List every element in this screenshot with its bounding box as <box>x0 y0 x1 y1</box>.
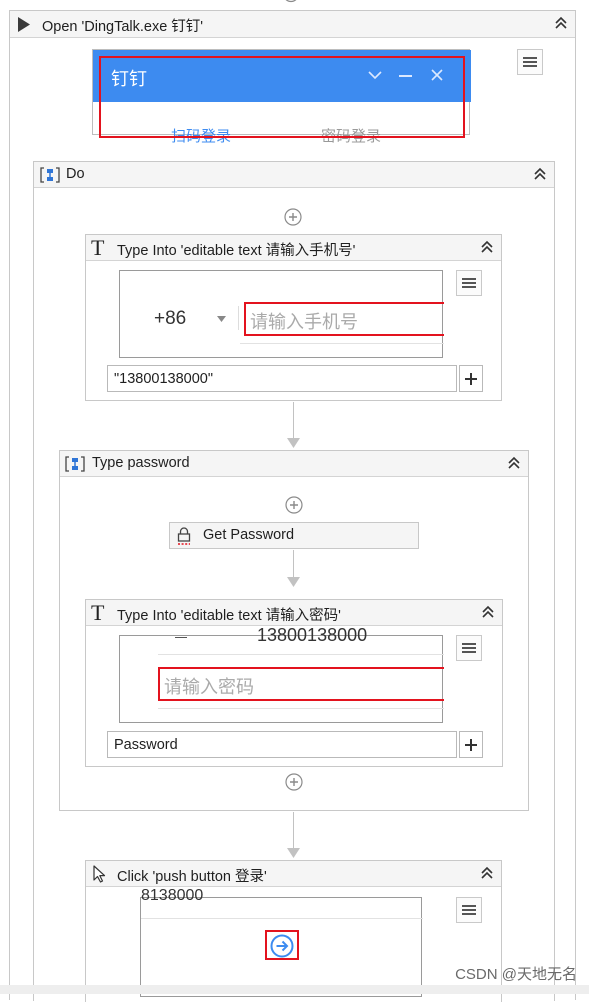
type-password-header[interactable]: Type password <box>60 451 528 477</box>
separator <box>240 343 444 344</box>
phone-field-screenshot: +86 请输入手机号 <box>119 270 444 358</box>
target-highlight <box>265 930 299 960</box>
type-password-sequence[interactable]: Type password Get Password <box>59 450 529 811</box>
open-application-activity[interactable]: Open 'DingTalk.exe 钉钉' 钉钉 扫码登录 密码登录 <box>9 10 576 1002</box>
add-activity-icon[interactable] <box>285 773 303 791</box>
watermark: CSDN @天地无名 <box>455 966 577 983</box>
separator <box>158 654 444 655</box>
add-activity-icon[interactable] <box>285 496 303 514</box>
screenshot-top-fragment-prefix <box>175 634 187 638</box>
login-button-screenshot: 8138000 <box>140 887 423 997</box>
collapse-icon[interactable] <box>479 865 495 881</box>
click-login-header[interactable]: Click 'push button 登录' <box>86 861 501 887</box>
type-phone-menu-button[interactable] <box>456 270 482 296</box>
open-activity-title: Open 'DingTalk.exe 钉钉' <box>42 19 204 35</box>
type-into-password-header[interactable]: T Type Into 'editable text 请输入密码' <box>86 600 502 626</box>
phone-text-input[interactable]: "13800138000" <box>107 365 457 392</box>
type-into-icon: T <box>91 600 105 625</box>
close-icon <box>431 69 443 81</box>
password-add-variable-button[interactable] <box>459 731 483 758</box>
sequence-icon <box>40 167 60 183</box>
target-highlight <box>99 56 465 138</box>
divider <box>238 306 239 330</box>
connector-arrow-icon <box>287 577 300 587</box>
collapse-icon[interactable] <box>553 15 569 31</box>
connector-arrow-icon <box>287 848 300 858</box>
do-sequence-header[interactable]: Do <box>34 162 554 188</box>
minimize-icon <box>399 75 412 77</box>
password-text-input[interactable]: Password <box>107 731 457 758</box>
password-field-screenshot: 13800138000 请输入密码 <box>119 625 444 723</box>
cursor-icon <box>93 865 106 883</box>
screenshot-top-fragment: 13800138000 <box>257 625 368 645</box>
separator <box>158 708 444 709</box>
lock-icon <box>177 527 191 545</box>
collapse-icon[interactable] <box>479 239 495 255</box>
screenshot-top-fragment: 8138000 <box>141 887 204 904</box>
type-into-phone-activity[interactable]: T Type Into 'editable text 请输入手机号' +86 请… <box>85 234 502 401</box>
target-highlight <box>158 667 444 701</box>
arrow-right-circle-icon <box>270 934 294 958</box>
separator <box>141 918 423 919</box>
get-password-title: Get Password <box>203 527 295 543</box>
chevron-down-icon <box>368 71 382 80</box>
collapse-icon[interactable] <box>506 455 522 471</box>
phone-placeholder: 请输入手机号 <box>250 312 358 332</box>
type-into-password-title: Type Into 'editable text 请输入密码' <box>117 608 341 624</box>
phone-add-variable-button[interactable] <box>459 365 483 392</box>
do-sequence-title: Do <box>66 166 85 182</box>
connector-line <box>293 402 294 440</box>
do-sequence[interactable]: Do T Type Into 'editable text 请输入手机号' +8… <box>33 161 555 1002</box>
sequence-icon <box>65 456 85 472</box>
country-code-label: +86 <box>154 308 187 329</box>
click-login-menu-button[interactable] <box>456 897 482 923</box>
target-highlight <box>244 302 444 336</box>
open-activity-header[interactable]: Open 'DingTalk.exe 钉钉' <box>10 11 575 38</box>
top-add-circle-fragment[interactable] <box>282 0 300 4</box>
dingtalk-window-screenshot: 钉钉 扫码登录 密码登录 <box>92 49 471 145</box>
type-password-menu-button[interactable] <box>456 635 482 661</box>
type-password-title: Type password <box>92 455 190 471</box>
play-icon <box>18 17 30 32</box>
caret-down-icon <box>217 316 226 322</box>
bottom-strip <box>0 985 589 994</box>
type-into-phone-title: Type Into 'editable text 请输入手机号' <box>117 243 356 259</box>
click-login-title: Click 'push button 登录' <box>117 869 267 885</box>
click-login-activity[interactable]: Click 'push button 登录' 8138000 <box>85 860 502 1002</box>
connector-line <box>293 812 294 850</box>
type-into-icon: T <box>91 235 105 260</box>
connector-arrow-icon <box>287 438 300 448</box>
collapse-icon[interactable] <box>532 166 548 182</box>
connector-line <box>293 550 294 578</box>
add-activity-icon[interactable] <box>284 208 302 226</box>
get-password-activity[interactable]: Get Password <box>169 522 419 549</box>
password-placeholder: 请输入密码 <box>164 677 254 697</box>
type-into-password-activity[interactable]: T Type Into 'editable text 请输入密码' 138001… <box>85 599 503 767</box>
open-activity-menu-button[interactable] <box>517 49 543 75</box>
type-into-phone-header[interactable]: T Type Into 'editable text 请输入手机号' <box>86 235 501 261</box>
collapse-icon[interactable] <box>480 604 496 620</box>
dingtalk-window-title: 钉钉 <box>111 69 147 89</box>
